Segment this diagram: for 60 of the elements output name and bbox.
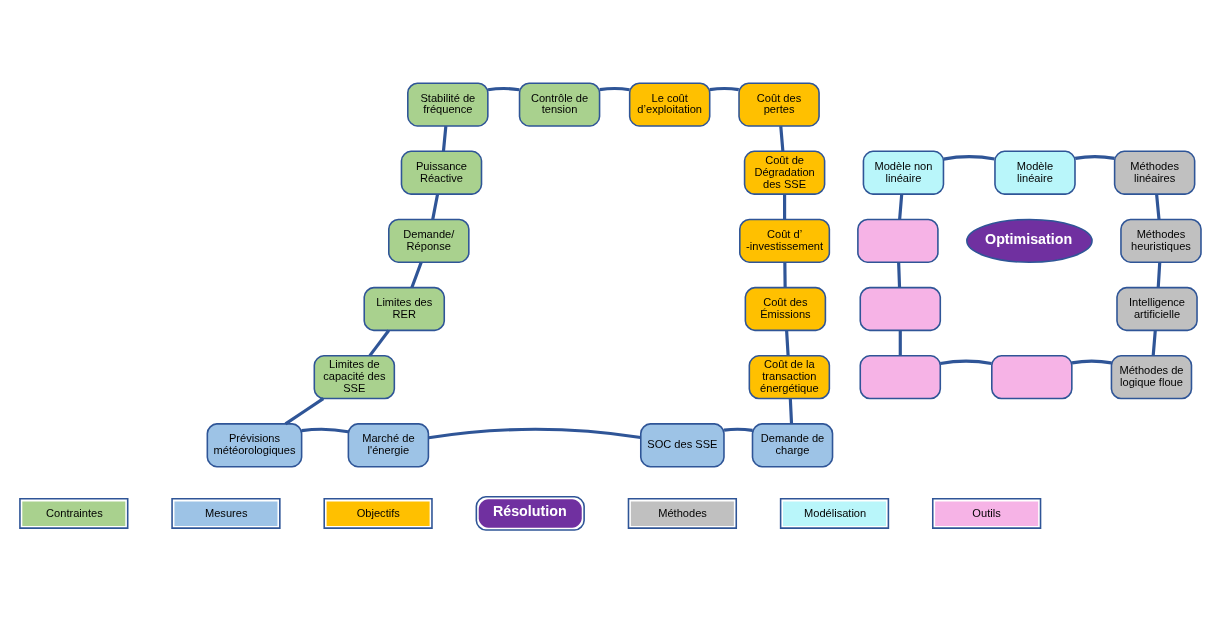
connector [783,193,787,219]
node-box: Limites de capacité des SSE [313,354,396,399]
connector [940,359,992,365]
connector [897,261,902,288]
legend-label: Contraintes [46,506,103,519]
node-box: Prévisions météorologiques [206,422,303,467]
connector [1155,193,1161,220]
legend-label: Outils [972,506,1001,519]
node-box: Stabilité de fréquence [407,81,489,127]
connector [487,86,520,91]
connector [723,427,753,432]
legend-label: Mesures [204,506,248,519]
legend-label: Objectifs [356,506,400,519]
node-box [859,354,942,399]
connector [301,427,349,433]
connector [783,261,787,288]
node-ellipse: Optimisation [966,218,1093,263]
connector [410,261,423,288]
connector [428,427,641,439]
connector [441,125,448,151]
connector [898,193,904,219]
node-box: Coût des pertes [738,81,820,127]
node-box: Méthodes heuristiques [1120,218,1202,263]
legend-label: Modélisation [804,506,867,519]
node-box: Coût des Émissions [744,286,827,331]
node-box: Intelligence artificielle [1116,286,1198,331]
node-box: Contrôle de tension [518,81,601,127]
connector [1151,329,1157,356]
connector [943,154,995,161]
connector [785,329,790,356]
connector [1071,359,1112,364]
connector [1074,154,1115,160]
node-box: Modèle non linéaire [862,150,945,195]
connector [599,86,630,91]
connector [709,86,739,91]
legend-label: Méthodes [658,506,707,519]
node-box: Demande/ Réponse [388,218,470,263]
node-box: Méthodes de logique floue [1110,354,1193,399]
node-box: Le coût d’exploitation [628,81,711,127]
connector [898,330,902,356]
connector [431,193,440,220]
node-box [857,218,939,263]
node-box [991,354,1073,399]
node-box: Limites des RER [363,286,446,331]
connector [368,329,390,357]
node-box: Coût de Dégradation des SSE [743,150,826,195]
node-box: SOC des SSE [640,422,725,467]
node-box: Marché de l'énergie [347,422,430,467]
node-box: Modèle linéaire [994,150,1076,195]
connector [1156,261,1162,288]
connector [284,396,325,425]
legend-label: Résolution [492,502,567,519]
connector [779,125,785,151]
connector [788,398,794,424]
node-box: Coût d’ -investissement [739,218,831,263]
node-box: Demande de charge [751,422,834,467]
node-box: Coût de la transaction énergétique [748,354,831,399]
node-box: Méthodes linéaires [1113,150,1196,195]
node-box [859,286,942,331]
node-box: Puissance Réactive [400,150,483,195]
